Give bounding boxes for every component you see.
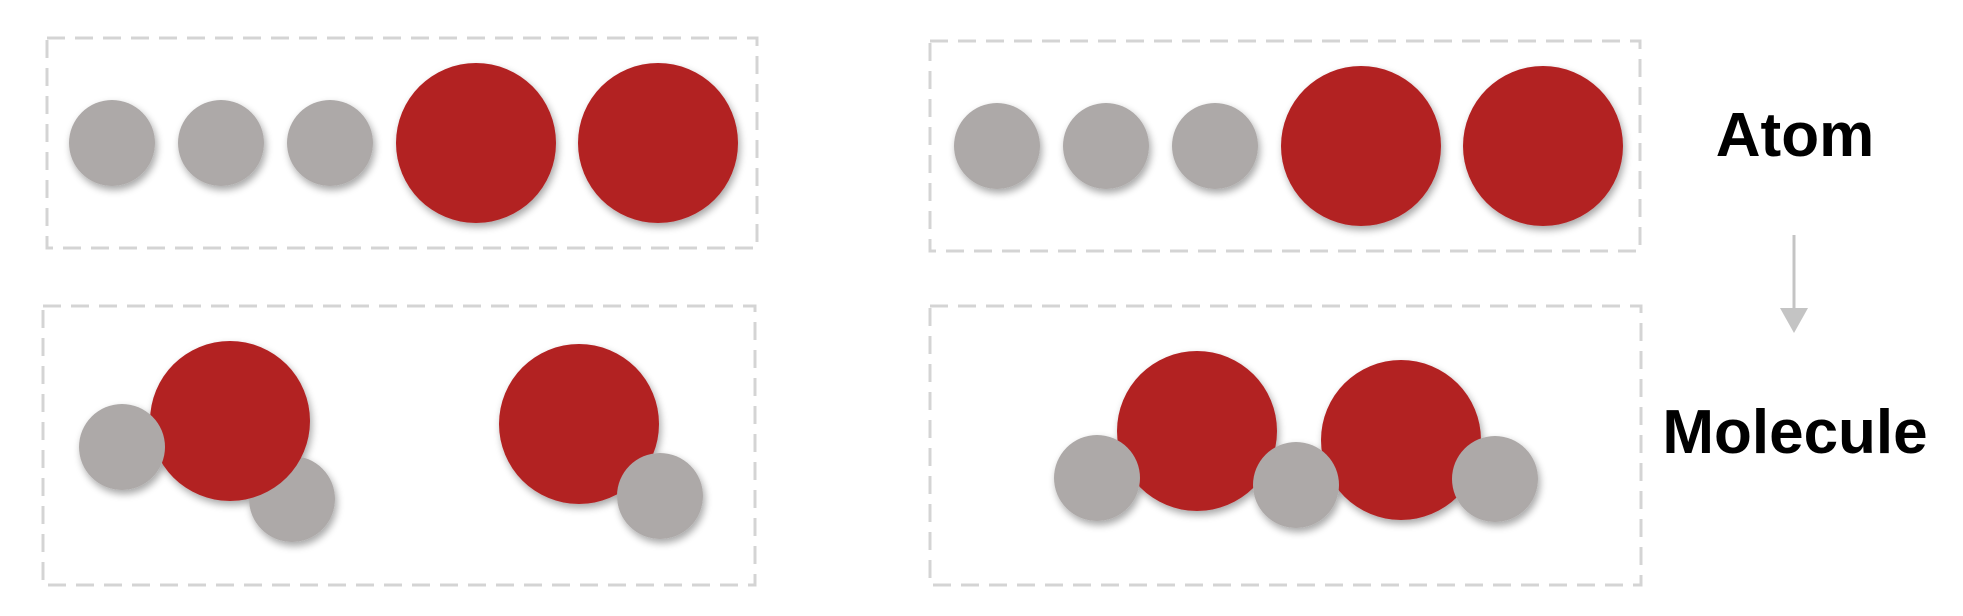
atom-label: Atom xyxy=(1715,101,1875,170)
panel-frame-right-molecules xyxy=(928,304,1643,587)
oxygen-atom xyxy=(1321,360,1481,520)
panel-frame-left-atoms xyxy=(45,36,759,250)
oxygen-atom xyxy=(1281,66,1441,226)
water-molecule-left-2 xyxy=(499,344,703,539)
hydrogen-atom xyxy=(178,100,264,186)
oxygen-atom xyxy=(499,344,659,504)
hydrogen-atom xyxy=(617,453,703,539)
oxygen-atom xyxy=(578,63,738,223)
hydrogen-atom xyxy=(1054,435,1140,521)
hydrogen-atom xyxy=(69,100,155,186)
hydrogen-atom xyxy=(1172,103,1258,189)
atoms-group-right xyxy=(954,66,1623,226)
molecule-label: Molecule xyxy=(1662,398,1928,467)
hydrogen-atom xyxy=(1452,436,1538,522)
oxygen-atom xyxy=(396,63,556,223)
panel-frame-left-molecules xyxy=(41,304,757,587)
hydrogen-atom xyxy=(954,103,1040,189)
hydrogen-atom xyxy=(1063,103,1149,189)
oxygen-atom xyxy=(150,341,310,501)
panel-frame-right-atoms xyxy=(928,39,1642,253)
oxygen-atom xyxy=(1117,351,1277,511)
oxygen-atom xyxy=(1463,66,1623,226)
molecule-chain-right xyxy=(1054,351,1538,528)
water-molecule-left-1 xyxy=(79,341,335,542)
hydrogen-atom xyxy=(287,100,373,186)
atoms-group-left xyxy=(69,63,738,223)
down-arrow-icon xyxy=(1780,235,1808,333)
hydrogen-atom xyxy=(79,404,165,490)
hydrogen-atom xyxy=(1253,442,1339,528)
